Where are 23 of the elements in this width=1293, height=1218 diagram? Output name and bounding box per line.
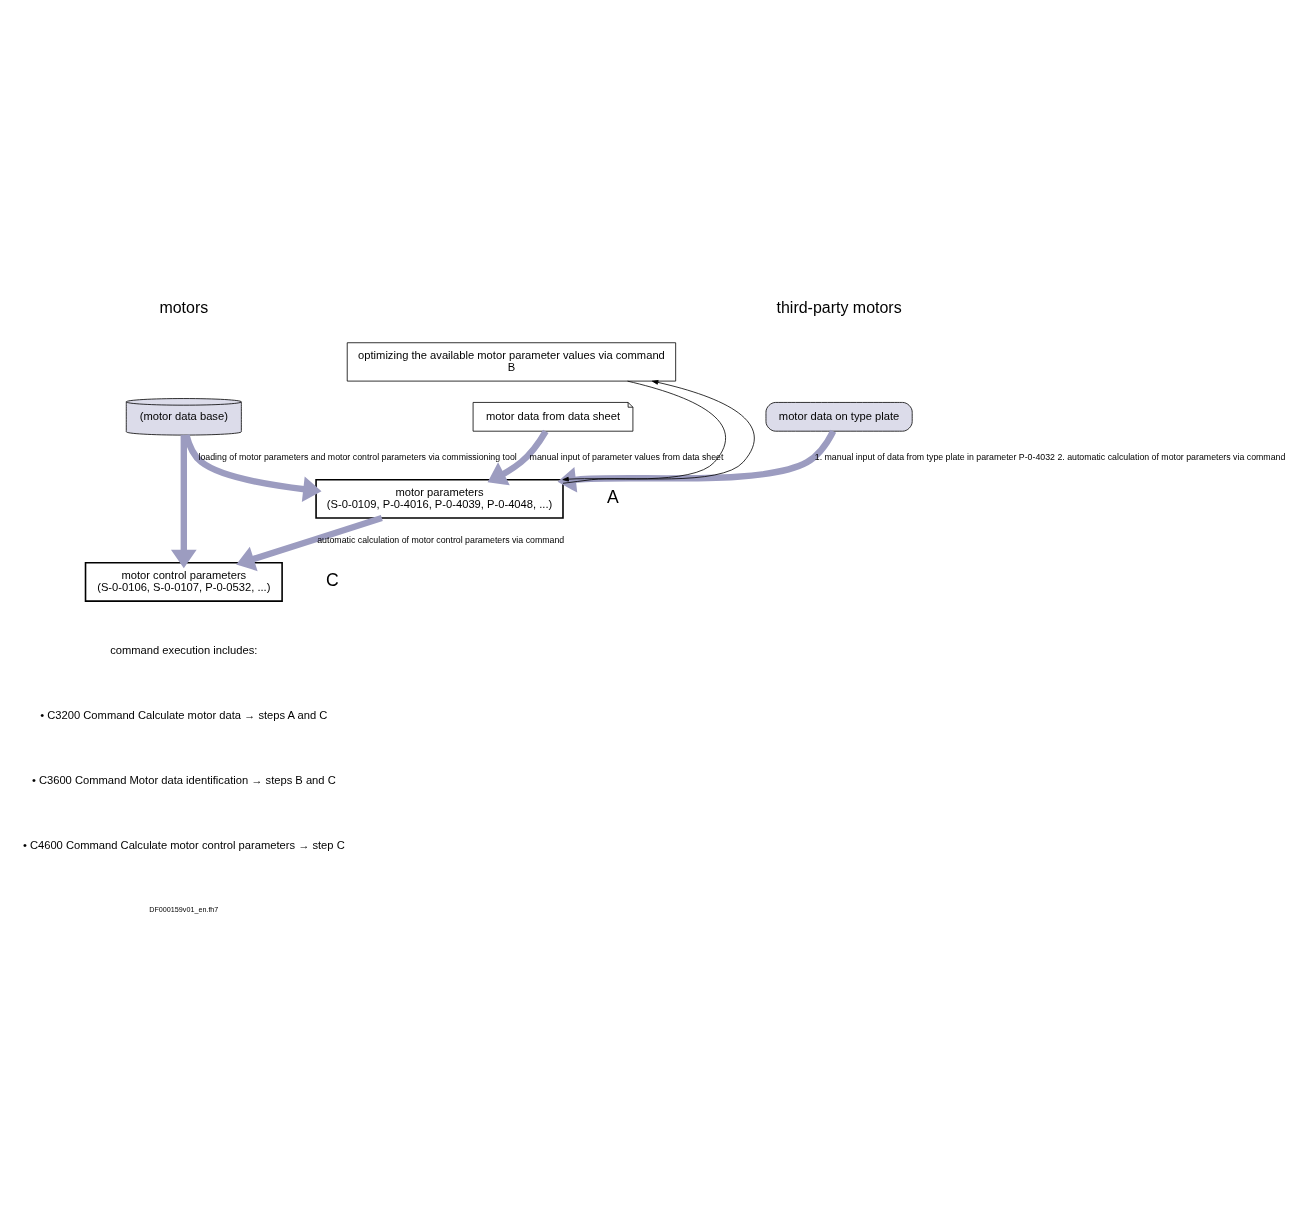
arrow — [562, 380, 755, 484]
label: motors — [159, 299, 209, 317]
label: DF000159v01_en.fh7 — [149, 905, 219, 915]
label: • C3200 Command Calculate motor data → steps A and C — [40, 709, 328, 722]
edge-label: loading of motor parameters and motor control parameters via commissioning tool — [198, 451, 517, 462]
label: • C3600 Command Motor data identification → steps B and C — [31, 773, 336, 786]
arrow — [487, 429, 549, 486]
label: C — [326, 570, 339, 591]
arrow — [562, 380, 726, 482]
arrow — [236, 515, 383, 572]
node-box: motor control parameters (S-0-0106, S-0-0107, P-0-0532, ...) — [84, 562, 283, 602]
node-box: motor parameters (S-0-0109, P-0-4016, P-0-4039, P-0-4048, ...) — [315, 478, 564, 519]
arrow — [170, 435, 197, 569]
label: third-party motors — [776, 299, 902, 317]
edge-label: manual input of parameter values from data sheet — [529, 451, 724, 462]
label: A — [607, 487, 619, 508]
label: command execution includes: — [110, 644, 258, 657]
edge-label: 1. manual input of data from type plate in parameter P-0-4032 2. automatic calculation of motor parameters via command — [814, 451, 1286, 462]
node-box: motor data on type plate — [765, 402, 913, 432]
arrow — [557, 429, 837, 493]
node-box: optimizing the available motor parameter values via command B — [346, 342, 677, 382]
label: • C4600 Command Calculate motor control parameters → step C — [22, 838, 345, 851]
edge-label: automatic calculation of motor control parameters via command — [317, 534, 565, 545]
